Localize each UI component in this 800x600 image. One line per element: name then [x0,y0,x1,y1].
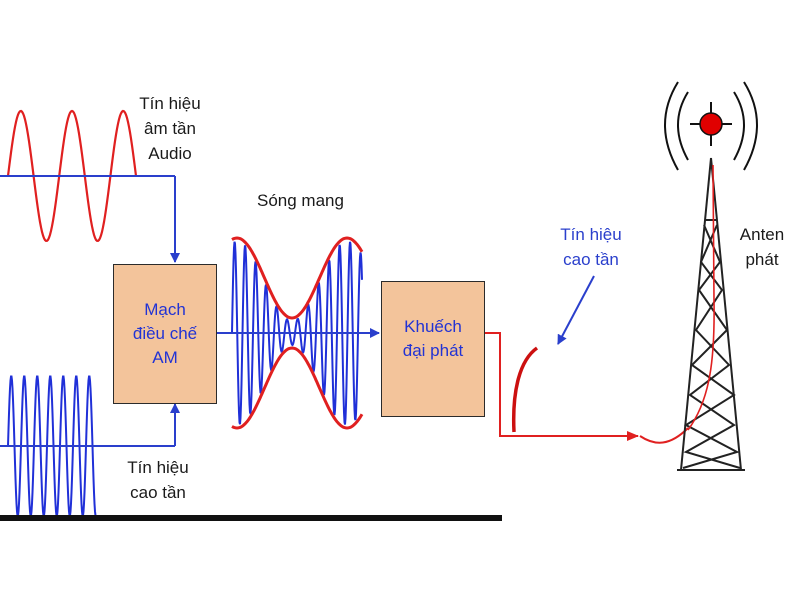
am-envelope-bottom [231,346,364,430]
rf-signal-label-line-2: cao tần [563,250,619,269]
amplifier-label-line-1: Khuếch [404,317,462,336]
modulator-label-line-3: AM [152,348,178,367]
carrier-input-label-line-1: Tín hiệu [127,458,189,477]
carrier-input-label: Tín hiệu cao tần [108,455,208,505]
amplifier-label-line-2: đại phát [402,341,464,360]
audio-sine-wave [6,109,138,243]
radio-waves-icon [664,81,758,171]
antenna-signal-line [687,164,715,431]
modulator-label-line-2: điều chế [132,324,198,343]
carrier-wave-label: Sóng mang [257,191,344,210]
am-envelope-top [231,236,364,320]
rf-signal-label: Tín hiệu cao tần [541,222,641,272]
audio-label-line-3: Audio [148,144,192,163]
carrier-input-wave [7,375,97,517]
output-to-antenna-line [639,427,689,444]
rf-signal-pointer-arrow [557,275,595,345]
carrier-input-label-line-2: cao tần [130,483,186,502]
audio-label-line-1: Tín hiệu [139,94,201,113]
antenna-tower [677,157,745,471]
rf-signal-label-line-1: Tín hiệu [560,225,622,244]
antenna-label-line-2: phát [745,250,779,269]
antenna-beacon-icon [690,102,732,146]
transmit-amplifier-block: Khuếch đại phát [381,281,485,417]
antenna-label: Anten phát [730,222,794,272]
am-modulator-block: Mạch điều chế AM [113,264,217,404]
am-modulated-wave [231,241,363,425]
audio-label-line-2: âm tần [144,119,196,138]
rf-signal-curve [511,346,539,433]
audio-signal-label: Tín hiệu âm tần Audio [118,91,222,166]
modulator-label-line-1: Mạch [144,300,186,319]
ground-line [0,515,502,521]
amplifier-output-line [485,332,639,441]
antenna-label-line-1: Anten [739,225,785,244]
